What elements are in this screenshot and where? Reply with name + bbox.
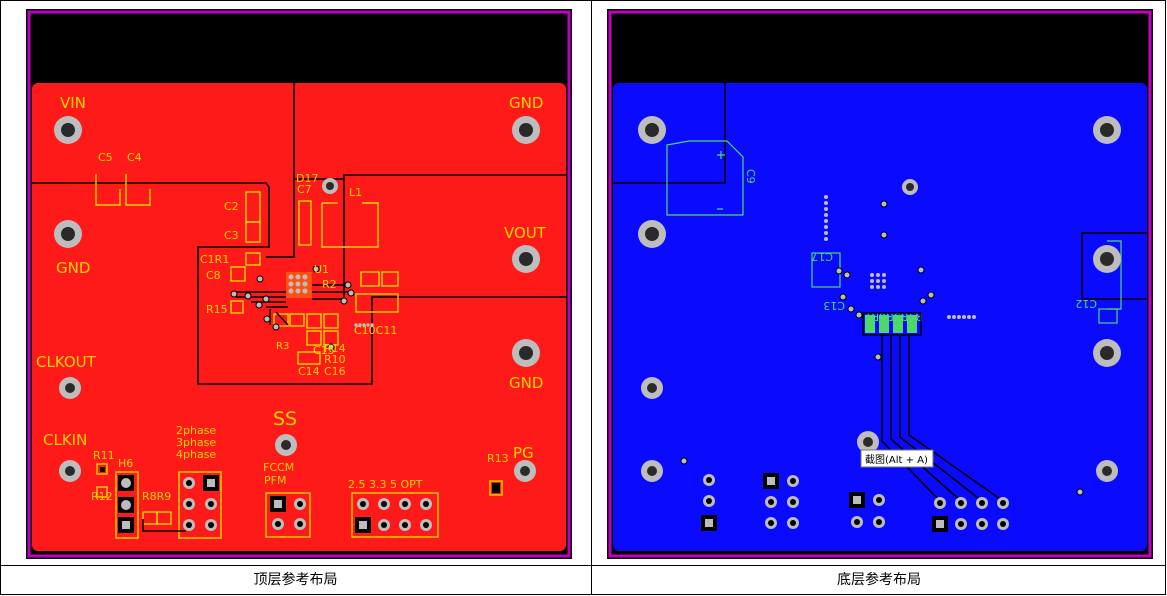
- vout-select-label: 2.5 3.3 5 OPT: [348, 478, 423, 491]
- c1r1-label: C1R1: [200, 253, 229, 266]
- c4-label: C4: [127, 151, 142, 164]
- gnd-top-right-label: GND: [509, 94, 543, 112]
- table-row-divider: [0, 565, 1166, 566]
- r13-label: R13: [487, 452, 509, 465]
- bottom-layer-pcb-image: C9 C17 C13 C12 R4R5R6R7: [607, 9, 1153, 559]
- c9-label: C9: [744, 169, 757, 184]
- fccm-label: FCCM: [263, 461, 294, 474]
- c15-label: C15: [313, 344, 335, 357]
- table-column-divider: [591, 0, 592, 595]
- r12-label: R12: [91, 490, 113, 503]
- 4phase-label: 4phase: [176, 448, 216, 461]
- pfm-label: PFM: [264, 474, 286, 487]
- vin-label: VIN: [60, 94, 86, 112]
- h6-label: H6: [118, 457, 133, 470]
- 2phase-label: 2phase: [176, 424, 216, 437]
- c7-label: C7: [297, 183, 312, 196]
- 3phase-label: 3phase: [176, 436, 216, 449]
- vout-label: VOUT: [504, 224, 547, 242]
- r10-label: R10: [324, 353, 346, 366]
- c12-label: C12: [1075, 297, 1097, 310]
- bottom-layer-caption: 底层参考布局: [837, 572, 921, 588]
- clkout-label: CLKOUT: [36, 353, 97, 371]
- clkin-label: CLKIN: [43, 431, 87, 449]
- c3-label: C3: [224, 229, 239, 242]
- c14-label: C14: [298, 365, 320, 378]
- r8r9-label: R8R9: [142, 490, 171, 503]
- pg-label: PG: [513, 444, 534, 462]
- c17-label: C17: [811, 250, 833, 263]
- l1-label: L1: [349, 186, 362, 199]
- r3-label: R3: [276, 341, 289, 352]
- ss-label: SS: [273, 408, 297, 430]
- c13-label: C13: [823, 299, 845, 312]
- gnd-left-label: GND: [56, 259, 90, 277]
- top-layer-pcb-image: VIN GND GND VOUT GND CLKOUT CLKIN SS PG …: [26, 9, 572, 559]
- c8-label: C8: [206, 269, 221, 282]
- c2-label: C2: [224, 200, 239, 213]
- c16-label: C16: [324, 365, 346, 378]
- r2-label: R2: [322, 278, 337, 291]
- c5-label: C5: [98, 151, 113, 164]
- r15-label: R15: [206, 303, 228, 316]
- r11-label: R11: [93, 449, 115, 462]
- u1-label: U1: [314, 263, 329, 276]
- top-layer-caption: 顶层参考布局: [253, 572, 338, 588]
- d17-label: D17: [296, 172, 318, 185]
- screenshot-tooltip: 截图(Alt + A): [860, 449, 934, 468]
- r14-label: R14: [324, 342, 346, 355]
- screenshot-tooltip-text: 截图(Alt + A): [865, 453, 928, 466]
- c10c11-label: C10C11: [354, 324, 397, 337]
- gnd-right-label: GND: [509, 374, 543, 392]
